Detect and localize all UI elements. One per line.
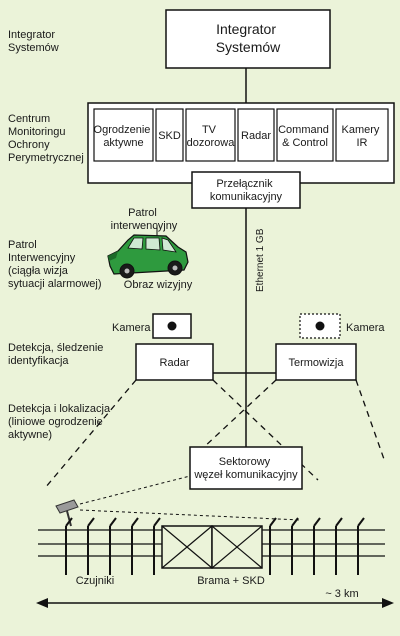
thermal-box-label: Termowizja: [288, 357, 344, 369]
module-command-control-label: Command & Control: [278, 124, 332, 149]
label-patrol: Patrol Interwencyjny (ciągła wizja sytua…: [8, 239, 102, 290]
module-active-fence-label: Ogrodzenie aktywne: [94, 124, 154, 149]
module-ir-cameras: [335, 108, 389, 162]
integrator-box: [165, 9, 331, 69]
camera-lens-icon: [167, 321, 177, 331]
radar-box-label: Radar: [160, 357, 190, 369]
distance-label: ~ 3 km: [325, 588, 358, 600]
fence-posts: [65, 517, 365, 575]
thermal-camera-label: Kamera: [346, 322, 385, 334]
camera-view-line: [79, 509, 301, 521]
gate-icon: [161, 525, 263, 569]
integrator-box-label: Integrator Systemów: [216, 21, 281, 55]
patrol-vehicle-icon: [107, 225, 189, 279]
sector-node-box: [189, 446, 303, 490]
camera-view-line: [79, 475, 191, 505]
module-radar-label: Radar: [241, 130, 271, 142]
module-ir-cameras-label: Kamery IR: [342, 124, 383, 149]
sector-node-label: Sektorowy węzeł komunikacyjny: [193, 456, 298, 481]
label-integrator: Integrator Systemów: [8, 29, 59, 54]
module-tv-label: TV dozorowa: [187, 124, 236, 149]
label-detection-tracking: Detekcja, śledzenie identyfikacja: [8, 342, 106, 367]
image-feed-label: Obraz wizyjny: [124, 279, 193, 291]
module-skd: [155, 108, 184, 162]
radar-box: [135, 343, 214, 381]
patrol-vehicle-label: Patrol interwencyjny: [111, 207, 178, 232]
sensors-label: Czujniki: [76, 575, 115, 587]
fence-camera-icon: [55, 499, 79, 527]
gate-label: Brama + SKD: [197, 575, 265, 587]
label-detection-localization: Detekcja i lokalizacja (liniowe ogrodzen…: [8, 403, 113, 441]
module-skd-label: SKD: [158, 130, 181, 142]
communication-switch-label: Przełącznik komunikacyjny: [210, 178, 283, 203]
camera-lens-icon: [315, 321, 325, 331]
communication-switch-box: [191, 171, 301, 209]
ethernet-label: Ethernet 1 GB: [255, 228, 266, 292]
label-monitoring-center: Centrum Monitoringu Ochrony Perymetryczn…: [8, 113, 84, 164]
radar-camera-label: Kamera: [112, 322, 151, 334]
module-active-fence: [93, 108, 154, 162]
module-tv: [185, 108, 236, 162]
module-command-control: [276, 108, 334, 162]
distance-arrow: [36, 598, 394, 608]
thermal-box: [275, 343, 357, 381]
module-radar: [237, 108, 275, 162]
